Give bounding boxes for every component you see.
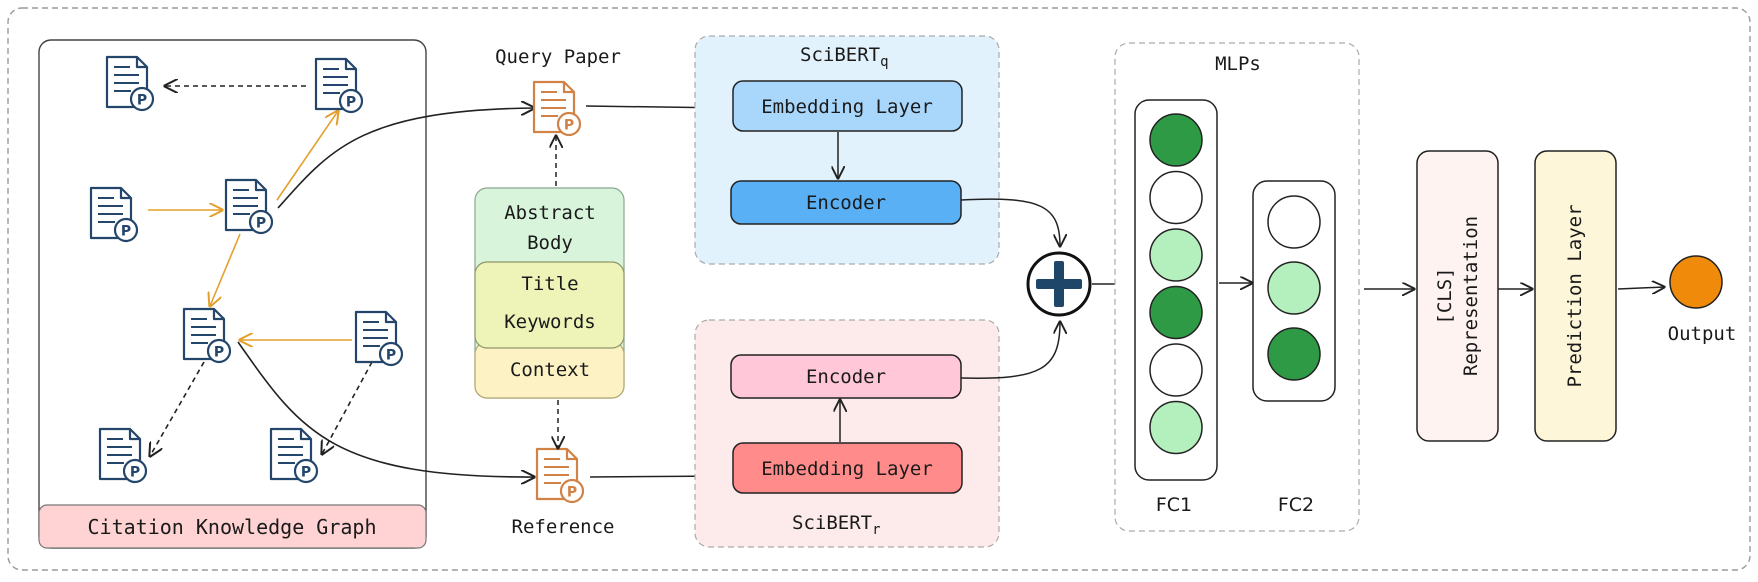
output-node: Output: [1668, 255, 1737, 345]
neuron-node: [1149, 170, 1203, 225]
scibert-q-encoder: Encoder: [806, 192, 886, 214]
neuron-node: [1149, 343, 1203, 397]
cls-line1: [CLS]: [1434, 267, 1456, 324]
cls-representation-box: [CLS] Representation: [1416, 150, 1499, 442]
output-label: Output: [1668, 323, 1737, 345]
fc1-nodes: [1149, 113, 1203, 455]
scibert-r-embedding: Embedding Layer: [761, 458, 933, 480]
plus-circle-icon: [1026, 251, 1092, 317]
section-keywords: Keywords: [504, 311, 596, 333]
section-title: Title: [521, 273, 578, 295]
neuron-node: [1149, 228, 1203, 282]
paper-icon: [224, 178, 274, 235]
neuron-node: [1149, 113, 1203, 167]
section-abstract: Abstract: [504, 202, 596, 224]
section-body: Body: [527, 232, 573, 254]
neuron-node: [1149, 285, 1203, 340]
neuron-node: [1267, 261, 1321, 315]
citation-graph-label: Citation Knowledge Graph: [88, 515, 377, 539]
scibert-q-embedding: Embedding Layer: [761, 96, 933, 118]
mlps-title: MLPs: [1215, 53, 1261, 75]
paper-icon: [105, 55, 155, 112]
cls-line2: Representation: [1460, 216, 1482, 376]
graph-edges: [148, 86, 534, 477]
paper-icon: [182, 307, 232, 364]
section-context: Context: [510, 359, 590, 381]
paper-icon: [89, 186, 139, 243]
paper-icon: [354, 310, 404, 367]
neuron-node: [1267, 327, 1321, 381]
neuron-node: [1267, 195, 1321, 249]
neuron-node: [1149, 400, 1203, 455]
fc2-label: FC2: [1278, 494, 1314, 516]
mlps-panel: MLPs FC1 FC2: [1114, 42, 1360, 532]
query-paper-label: Query Paper: [495, 46, 621, 68]
scibert-r-panel: Encoder Embedding Layer SciBERTr: [694, 319, 1000, 548]
paper-icon: [269, 427, 319, 484]
scibert-r-encoder: Encoder: [806, 366, 886, 388]
query-paper-icon: [532, 80, 582, 137]
scibert-q-panel: SciBERTq Embedding Layer Encoder: [694, 35, 1000, 265]
scibert-q-title: SciBERTq: [800, 44, 889, 70]
paper-icon: [314, 57, 364, 114]
fc1-label: FC1: [1156, 494, 1192, 516]
reference-paper-icon: [535, 447, 585, 504]
prediction-layer-box: Prediction Layer: [1534, 150, 1617, 442]
outer-frame: [7, 7, 1751, 571]
head-arrows: [1364, 287, 1664, 289]
prediction-layer-label: Prediction Layer: [1564, 204, 1586, 387]
reference-label: Reference: [512, 516, 615, 538]
fc2-nodes: [1267, 195, 1321, 381]
scibert-r-title: SciBERTr: [792, 512, 881, 538]
paper-icon: [98, 427, 148, 484]
section-stack: Abstract Body Title Keywords Context: [474, 187, 625, 399]
citation-graph-panel: Citation Knowledge Graph: [38, 39, 427, 549]
